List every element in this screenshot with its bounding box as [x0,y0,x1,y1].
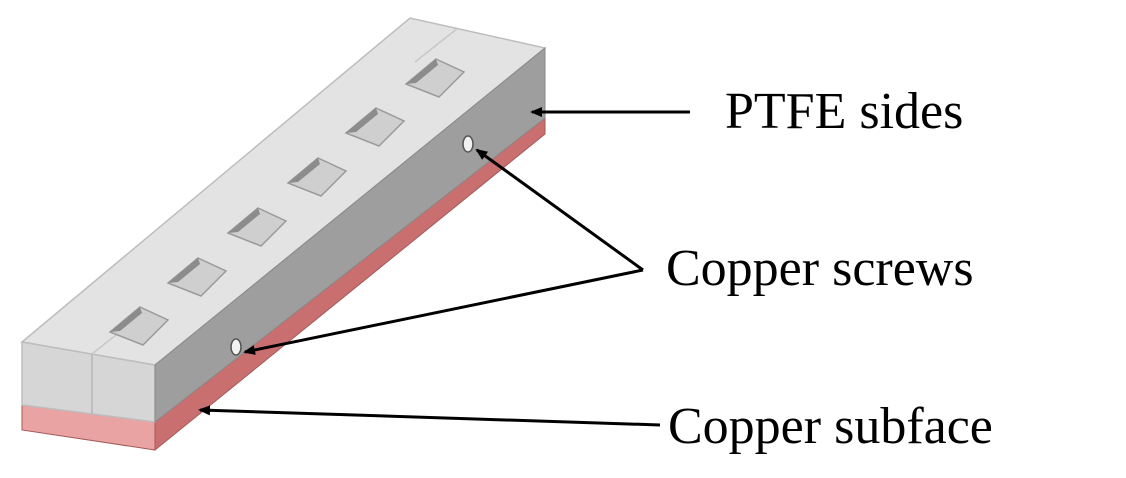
sample-pocket [344,107,406,147]
sample-pocket [226,207,288,247]
arrow-copper-subface [198,405,661,427]
sample-pocket [404,58,466,98]
sample-pocket [108,306,170,346]
arrow-copper-screw-right [475,148,644,272]
sample-pocket [286,157,348,197]
ptfe-seam-top-b [414,27,459,63]
label-copper-screws: Copper screws [666,240,974,297]
label-ptfe-sides: PTFE sides [725,83,963,140]
sample-pockets [108,58,466,346]
screw-hole-right [462,135,474,153]
sample-pocket [166,257,228,297]
sample-holder-model [20,17,547,452]
screw-hole-left [230,338,242,356]
arrow-copper-screw-left [243,268,644,355]
ptfe-long-side [154,46,546,424]
callout-arrows [198,107,690,427]
label-copper-subface: Copper subface [668,398,993,455]
